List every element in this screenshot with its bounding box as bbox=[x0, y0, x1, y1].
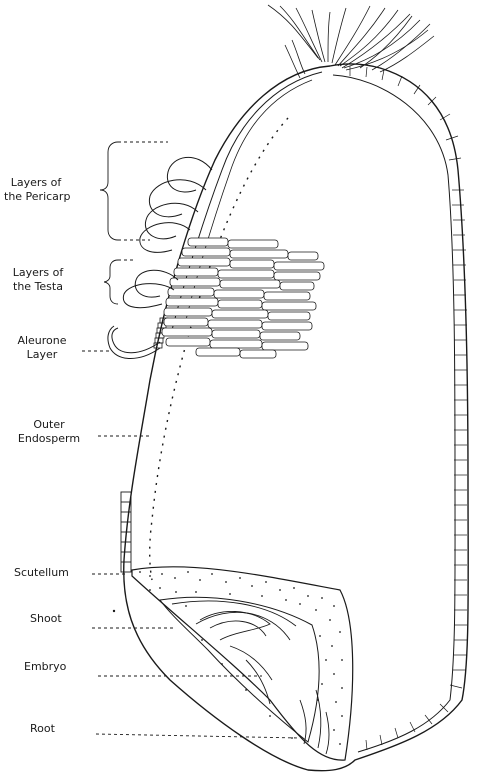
label-pericarp: Layers of the Pericarp bbox=[4, 176, 68, 204]
label-outer-endosperm: Outer Endosperm bbox=[8, 418, 90, 446]
label-testa-line2: the Testa bbox=[6, 280, 70, 294]
label-testa-line1: Layers of bbox=[6, 266, 70, 280]
label-shoot: Shoot bbox=[30, 612, 62, 626]
label-outer-endosperm-line2: Endosperm bbox=[8, 432, 90, 446]
label-scutellum: Scutellum bbox=[14, 566, 69, 580]
label-embryo: Embryo bbox=[24, 660, 66, 674]
label-pericarp-line1: Layers of bbox=[4, 176, 68, 190]
label-pericarp-line2: the Pericarp bbox=[4, 190, 68, 204]
label-outer-endosperm-line1: Outer bbox=[8, 418, 90, 432]
label-aleurone: Aleurone Layer bbox=[12, 334, 72, 362]
label-aleurone-line1: Aleurone bbox=[12, 334, 72, 348]
label-aleurone-line2: Layer bbox=[12, 348, 72, 362]
label-root: Root bbox=[30, 722, 55, 736]
label-testa: Layers of the Testa bbox=[6, 266, 70, 294]
